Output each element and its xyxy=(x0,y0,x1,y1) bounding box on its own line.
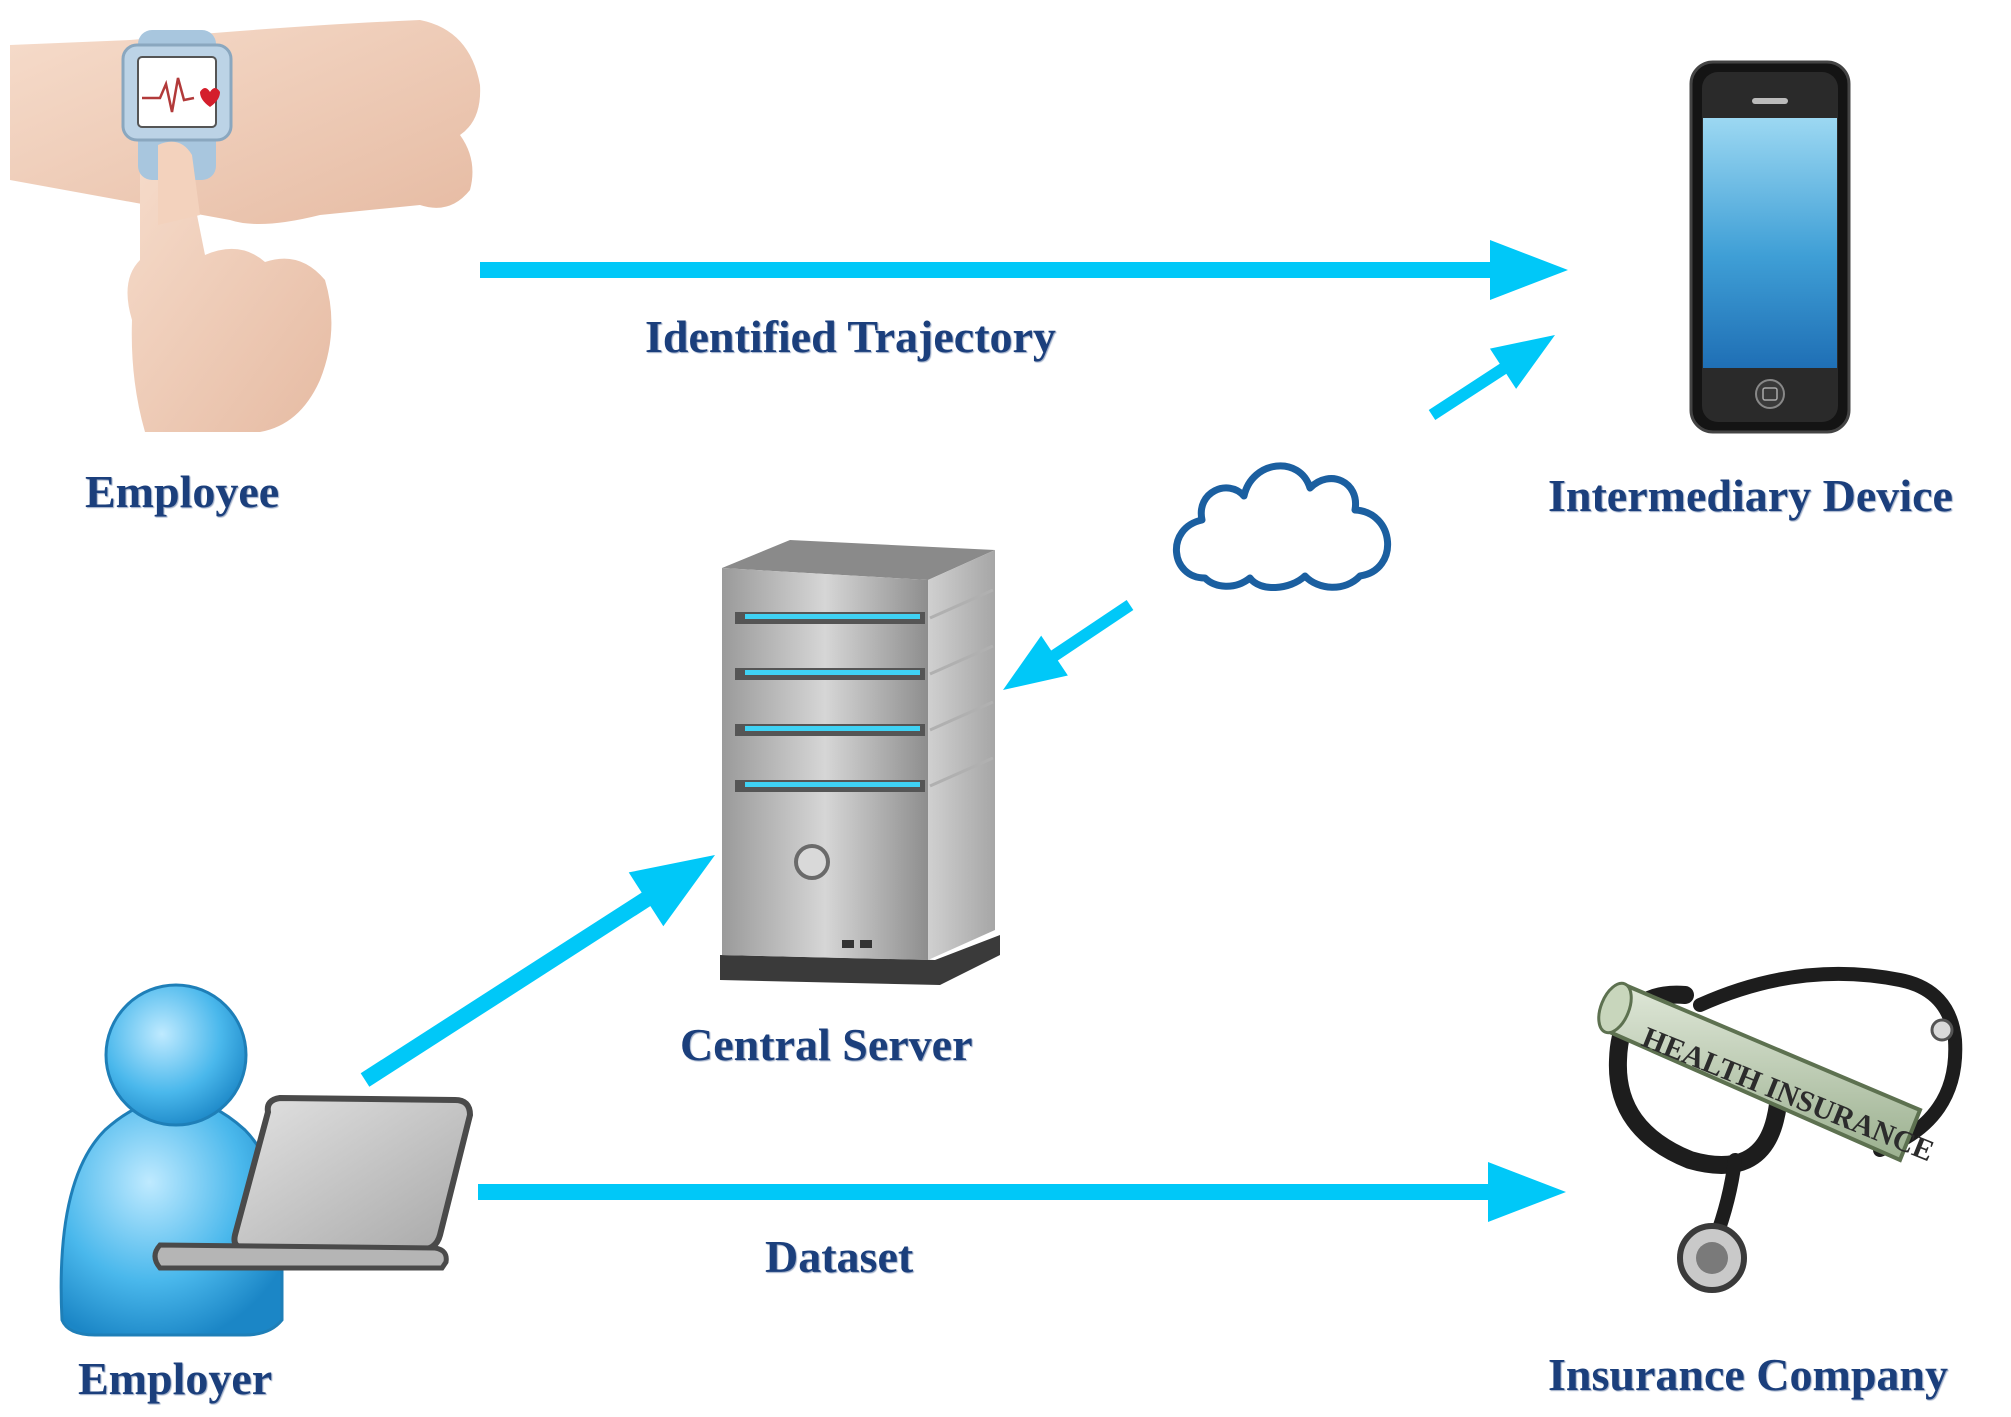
arrow-employee-to-device xyxy=(480,240,1568,300)
laptop-screen xyxy=(231,1094,474,1254)
arrow-employee-to-device-head xyxy=(1490,240,1568,300)
server-power-button xyxy=(794,844,830,880)
arrow-cloud-to-server-shaft xyxy=(1049,600,1134,662)
wrist-arm xyxy=(10,20,481,224)
server-drive-bays xyxy=(735,588,994,792)
arrow-cloud-to-server-head xyxy=(1003,635,1068,690)
server-front xyxy=(722,568,928,960)
intermediary-device-label: Intermediary Device xyxy=(1548,470,1953,521)
arrow-employer-to-insurance xyxy=(478,1162,1566,1222)
heart-icon xyxy=(200,88,220,107)
arrow-employer-to-insurance-head xyxy=(1488,1162,1566,1222)
arrow-cloud-to-device-head xyxy=(1489,335,1555,389)
heartbeat-line xyxy=(142,77,195,113)
central-server-label: Central Server xyxy=(680,1019,973,1070)
server-top xyxy=(722,540,995,580)
flow-arrows xyxy=(360,240,1568,1222)
person-body xyxy=(59,1098,284,1337)
arrow-employer-to-server-shaft xyxy=(360,891,653,1087)
fingertip xyxy=(158,141,200,225)
phone-speaker xyxy=(1752,98,1788,104)
dataset-label: Dataset xyxy=(765,1231,914,1282)
person-head xyxy=(104,983,248,1127)
employer-person-image xyxy=(59,983,474,1337)
server-side xyxy=(928,550,995,960)
insurance-image: HEALTH INSURANCE xyxy=(1597,966,1963,1293)
smartphone-image xyxy=(1689,60,1851,434)
server-base xyxy=(720,935,1000,985)
insurance-badge-text: HEALTH INSURANCE xyxy=(1637,1021,1938,1168)
employee-watch-image xyxy=(10,20,481,432)
arrow-cloud-to-device-shaft xyxy=(1428,362,1508,421)
cloud-icon xyxy=(1173,462,1391,592)
arrow-employer-to-server xyxy=(360,855,715,1087)
phone-home-button xyxy=(1755,379,1785,409)
server-image xyxy=(720,540,1000,985)
arrow-cloud-to-server xyxy=(1003,600,1134,690)
insurance-company-label: Insurance Company xyxy=(1548,1349,1949,1400)
identified-trajectory-label: Identified Trajectory xyxy=(645,311,1056,362)
employer-label: Employer xyxy=(78,1353,273,1404)
employee-label: Employee xyxy=(85,466,280,517)
arrow-cloud-to-device xyxy=(1428,335,1555,421)
phone-screen xyxy=(1703,118,1837,368)
laptop-base xyxy=(152,1242,449,1271)
arrow-employer-to-server-head xyxy=(628,855,715,927)
